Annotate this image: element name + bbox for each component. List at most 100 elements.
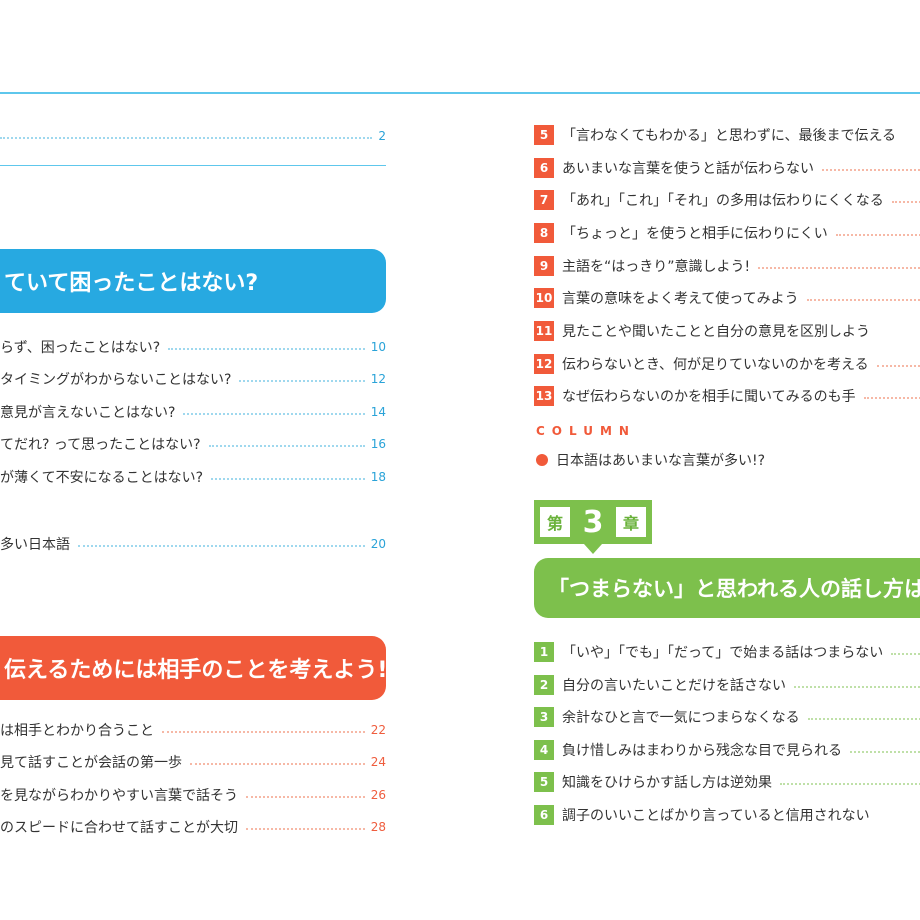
- toc-entry-numbered[interactable]: 12 伝わらないとき、何が足りていないのかを考える: [534, 352, 920, 376]
- toc-entry[interactable]: タイミングがわからないことはない? 12: [0, 367, 386, 391]
- item-number-badge: 1: [534, 642, 554, 662]
- dot-leader: [780, 783, 920, 785]
- dot-leader: [168, 348, 365, 350]
- toc-entry-numbered[interactable]: 5 「言わなくてもわかる」と思わずに、最後まで伝える: [534, 123, 920, 147]
- page-number: 16: [370, 437, 386, 451]
- toc-entry-numbered[interactable]: 11 見たことや聞いたことと自分の意見を区別しよう: [534, 319, 920, 343]
- dot-leader: [850, 751, 920, 753]
- entry-label: 多い日本語: [0, 537, 70, 553]
- toc-entry-numbered[interactable]: 6 調子のいいことばかり言っていると信用されない: [534, 803, 920, 827]
- toc-entry-numbered[interactable]: 4 負け惜しみはまわりから残念な目で見られる: [534, 738, 920, 762]
- entry-label: らず、困ったことはない?: [0, 340, 161, 356]
- toc-entry-numbered[interactable]: 13 なぜ伝わらないのかを相手に聞いてみるのも手: [534, 384, 920, 408]
- dot-leader: [794, 686, 920, 688]
- dot-leader: [162, 731, 365, 733]
- toc-entry-intro[interactable]: 2: [0, 124, 386, 148]
- dot-leader: [758, 267, 920, 269]
- toc-entry-numbered[interactable]: 10 言葉の意味をよく考えて使ってみよう: [534, 286, 920, 310]
- entry-label: 「いや」「でも」「だって」で始まる話はつまらない: [562, 645, 884, 661]
- entry-label: 余計なひと言で一気につまらなくなる: [562, 710, 800, 726]
- entry-label: 自分の言いたいことだけを話さない: [562, 678, 786, 694]
- entry-label: てだれ? って思ったことはない?: [0, 437, 201, 453]
- toc-entry[interactable]: が薄くて不安になることはない? 18: [0, 465, 386, 489]
- entry-label: 調子のいいことばかり言っていると信用されない: [562, 808, 870, 824]
- dot-leader: [0, 137, 373, 139]
- item-number-badge: 5: [534, 125, 554, 145]
- dot-leader: [891, 201, 920, 203]
- dot-leader: [239, 380, 365, 382]
- entry-label: なぜ伝わらないのかを相手に聞いてみるのも手: [562, 389, 856, 405]
- toc-entry[interactable]: てだれ? って思ったことはない? 16: [0, 432, 386, 456]
- item-number-badge: 9: [534, 256, 554, 276]
- dot-leader: [246, 796, 365, 798]
- entry-label: 知識をひけらかす話し方は逆効果: [562, 775, 772, 791]
- toc-entry-column[interactable]: 日本語はあいまいな言葉が多い!?: [536, 450, 765, 470]
- toc-entry-numbered[interactable]: 9 主語を“はっきり”意識しよう!: [534, 254, 920, 278]
- entry-label: 見て話すことが会話の第一歩: [0, 755, 182, 771]
- entry-label: 主語を“はっきり”意識しよう!: [562, 259, 751, 275]
- entry-label: 負け惜しみはまわりから残念な目で見られる: [562, 743, 842, 759]
- toc-entry[interactable]: らず、困ったことはない? 10: [0, 335, 386, 359]
- entry-label: は相手とわかり合うこと: [0, 723, 154, 739]
- top-rule: [0, 92, 920, 94]
- item-number-badge: 7: [534, 190, 554, 210]
- toc-entry[interactable]: は相手とわかり合うこと 22: [0, 718, 386, 742]
- dot-leader: [190, 763, 365, 765]
- page-number: 18: [370, 470, 386, 484]
- item-number-badge: 4: [534, 740, 554, 760]
- chapter-number: 3: [582, 504, 604, 540]
- chapter-3-title: 「つまらない」と思われる人の話し方は: [548, 577, 920, 601]
- entry-label: 「あれ」「これ」「それ」の多用は伝わりにくくなる: [562, 193, 884, 209]
- chapter-1-banner: ていて困ったことはない?: [0, 249, 386, 313]
- chapter-tag-pointer: [584, 544, 602, 554]
- entry-label: 見たことや聞いたことと自分の意見を区別しよう: [562, 324, 870, 340]
- toc-entry-numbered[interactable]: 7 「あれ」「これ」「それ」の多用は伝わりにくくなる: [534, 188, 920, 212]
- item-number-badge: 3: [534, 707, 554, 727]
- toc-entry[interactable]: 見て話すことが会話の第一歩 24: [0, 750, 386, 774]
- entry-label: 意見が言えないことはない?: [0, 405, 176, 421]
- page-number: 20: [370, 537, 386, 551]
- item-number-badge: 6: [534, 158, 554, 178]
- chapter-suffix: 章: [616, 507, 646, 537]
- right-page: 5 「言わなくてもわかる」と思わずに、最後まで伝える 6 あいまいな言葉を使うと…: [522, 0, 920, 920]
- bullet-dot-icon: [536, 454, 548, 466]
- item-number-badge: 2: [534, 675, 554, 695]
- chapter-prefix: 第: [540, 507, 570, 537]
- entry-label: を見ながらわかりやすい言葉で話そう: [0, 788, 238, 804]
- page-number: 22: [370, 723, 386, 737]
- dot-leader: [863, 397, 920, 399]
- entry-label: タイミングがわからないことはない?: [0, 372, 232, 388]
- entry-label: 言葉の意味をよく考えて使ってみよう: [562, 291, 799, 307]
- page-number: 10: [370, 340, 386, 354]
- toc-entry-numbered[interactable]: 8 「ちょっと」を使うと相手に伝わりにくい: [534, 221, 920, 245]
- page-number: 12: [370, 372, 386, 386]
- dot-leader: [246, 828, 365, 830]
- toc-entry[interactable]: を見ながらわかりやすい言葉で話そう 26: [0, 783, 386, 807]
- toc-entry[interactable]: のスピードに合わせて話すことが大切 28: [0, 815, 386, 839]
- dot-leader: [78, 545, 365, 547]
- entry-label: 伝わらないとき、何が足りていないのかを考える: [562, 357, 869, 373]
- item-number-badge: 10: [534, 288, 554, 308]
- entry-label: 「言わなくてもわかる」と思わずに、最後まで伝える: [562, 128, 897, 144]
- page-number: 24: [370, 755, 386, 769]
- item-number-badge: 13: [534, 386, 554, 406]
- toc-entry-column[interactable]: 多い日本語 20: [0, 532, 386, 556]
- toc-entry-numbered[interactable]: 6 あいまいな言葉を使うと話が伝わらない: [534, 156, 920, 180]
- toc-entry-numbered[interactable]: 5 知識をひけらかす話し方は逆効果: [534, 770, 920, 794]
- chapter-3-banner: 「つまらない」と思われる人の話し方は: [534, 558, 920, 618]
- dot-leader: [211, 478, 365, 480]
- page-number: 14: [370, 405, 386, 419]
- dot-leader: [806, 299, 920, 301]
- page-number: 26: [370, 788, 386, 802]
- page-number: 2: [378, 129, 386, 143]
- item-number-badge: 5: [534, 772, 554, 792]
- entry-label: のスピードに合わせて話すことが大切: [0, 820, 238, 836]
- toc-entry[interactable]: 意見が言えないことはない? 14: [0, 400, 386, 424]
- dot-leader: [807, 718, 920, 720]
- item-number-badge: 8: [534, 223, 554, 243]
- toc-entry-numbered[interactable]: 2 自分の言いたいことだけを話さない: [534, 673, 920, 697]
- dot-leader: [208, 445, 365, 447]
- toc-entry-numbered[interactable]: 3 余計なひと言で一気につまらなくなる: [534, 705, 920, 729]
- chapter-2-banner: 伝えるためには相手のことを考えよう!: [0, 636, 387, 700]
- toc-entry-numbered[interactable]: 1 「いや」「でも」「だって」で始まる話はつまらない: [534, 640, 920, 664]
